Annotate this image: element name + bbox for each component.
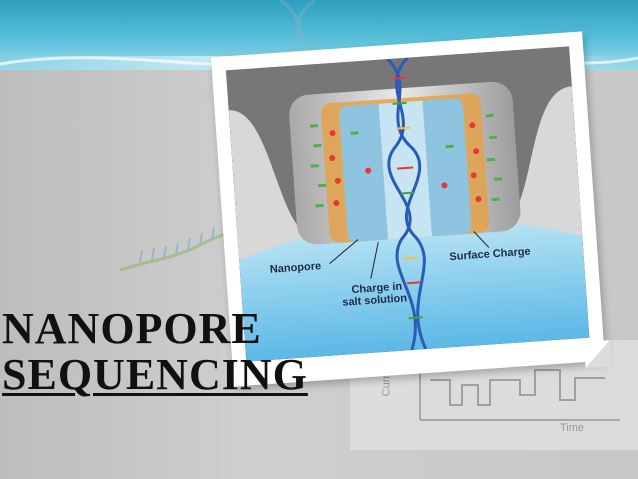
nanopore-figure-card: Nanopore Charge in salt solution Surface… (210, 31, 612, 387)
nanopore-illustration: Nanopore Charge in salt solution Surface… (225, 46, 590, 362)
slide-title: NANOPORE SEQUENCING (2, 306, 308, 398)
nanopore-diagram (225, 46, 590, 362)
title-line-1: NANOPORE (2, 304, 262, 353)
title-line-2: SEQUENCING (2, 350, 308, 399)
page-curl-corner (583, 340, 612, 369)
background-chart-x-label: Time (560, 422, 585, 434)
